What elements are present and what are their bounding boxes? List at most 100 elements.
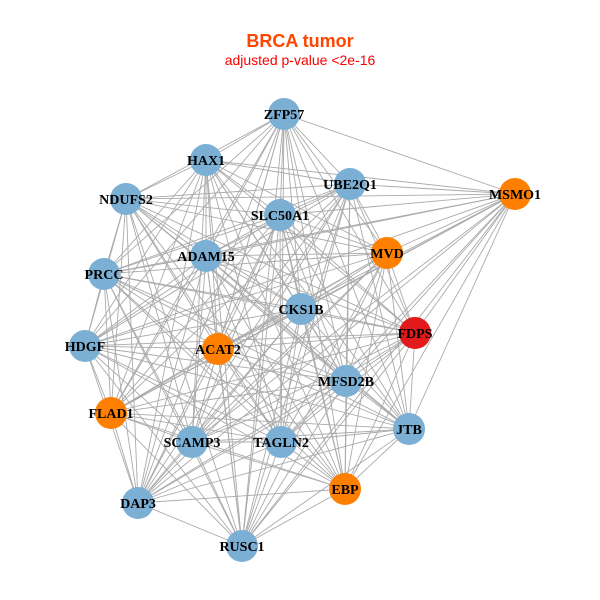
edge — [103, 183, 351, 275]
node-label: ZFP57 — [264, 108, 304, 123]
node-dap3: DAP3 — [120, 487, 156, 519]
edge — [137, 428, 410, 504]
node-circle — [122, 487, 154, 519]
edge — [110, 159, 207, 414]
edge — [191, 428, 410, 443]
edge — [283, 113, 410, 430]
edge — [103, 273, 112, 414]
edge — [191, 332, 416, 443]
edge — [110, 380, 347, 414]
edge — [205, 255, 416, 334]
figure-title: BRCA tumor — [246, 31, 354, 51]
node-label: CKS1B — [278, 303, 323, 318]
edge — [125, 198, 410, 430]
edge — [84, 252, 388, 347]
edge — [205, 252, 388, 257]
node-circle — [69, 330, 101, 362]
node-label: MVD — [370, 247, 403, 262]
edge — [84, 345, 243, 547]
edge — [205, 255, 282, 443]
node-label: DAP3 — [120, 497, 156, 512]
edge — [279, 214, 416, 334]
edge — [84, 345, 410, 430]
node-circle — [88, 258, 120, 290]
node-label: ADAM15 — [177, 250, 235, 265]
node-label: FDPS — [398, 327, 433, 342]
node-circle — [190, 144, 222, 176]
node-circle — [264, 199, 296, 231]
edge — [349, 183, 516, 195]
edge — [137, 252, 388, 504]
edge — [191, 183, 351, 443]
edge — [103, 273, 219, 350]
edge — [205, 159, 388, 254]
edge — [103, 273, 282, 443]
edge — [84, 214, 281, 347]
edge — [205, 255, 410, 430]
edge — [279, 214, 388, 254]
edge — [84, 332, 416, 347]
edge — [125, 198, 388, 254]
node-msmo1: MSMO1 — [489, 178, 541, 210]
edge — [191, 214, 281, 443]
edge — [125, 183, 351, 200]
edge — [241, 193, 516, 547]
edge — [103, 273, 243, 547]
node-circle — [110, 183, 142, 215]
node-label: SLC50A1 — [251, 209, 309, 224]
edge — [137, 183, 351, 504]
edge — [84, 345, 346, 490]
edge — [241, 332, 416, 547]
edge — [205, 255, 347, 382]
node-tagln2: TAGLN2 — [253, 426, 309, 458]
edge — [110, 332, 416, 414]
node-circle — [95, 397, 127, 429]
node-circle — [190, 240, 222, 272]
node-circle — [329, 473, 361, 505]
edge — [386, 193, 516, 254]
node-label: UBE2Q1 — [323, 178, 377, 193]
edge — [110, 412, 346, 490]
node-mfsd2b: MFSD2B — [318, 365, 374, 397]
edge — [300, 308, 346, 490]
edge — [125, 198, 193, 443]
edge — [280, 252, 388, 443]
node-flad1: FLAD1 — [88, 397, 134, 429]
edge — [217, 348, 347, 382]
edge — [279, 214, 282, 443]
edge — [283, 113, 516, 195]
node-rusc1: RUSC1 — [219, 530, 265, 562]
edge — [241, 380, 347, 547]
edge — [84, 345, 193, 443]
nodes: ZFP57HAX1UBE2Q1MSMO1NDUFS2SLC50A1MVDADAM… — [65, 98, 541, 562]
node-circle — [285, 293, 317, 325]
node-hax1: HAX1 — [187, 144, 225, 176]
node-cks1b: CKS1B — [278, 293, 324, 325]
edge — [110, 198, 127, 414]
node-circle — [330, 365, 362, 397]
edge — [110, 183, 351, 414]
edge — [125, 198, 243, 547]
edge — [280, 308, 302, 443]
node-ebp: EBP — [329, 473, 361, 505]
node-circle — [202, 333, 234, 365]
edge — [344, 193, 516, 490]
edge — [137, 113, 285, 504]
node-label: HAX1 — [187, 154, 225, 169]
edge — [84, 345, 282, 443]
edge — [110, 308, 302, 414]
edge — [103, 252, 388, 275]
node-circle — [499, 178, 531, 210]
node-circle — [268, 98, 300, 130]
edge — [279, 214, 347, 382]
node-label: SCAMP3 — [164, 436, 221, 451]
node-adam15: ADAM15 — [177, 240, 235, 272]
edge — [280, 428, 410, 443]
edge — [191, 380, 347, 443]
edge — [103, 214, 281, 275]
node-fdps: FDPS — [398, 317, 433, 349]
edge — [344, 332, 416, 490]
edge — [344, 252, 388, 490]
